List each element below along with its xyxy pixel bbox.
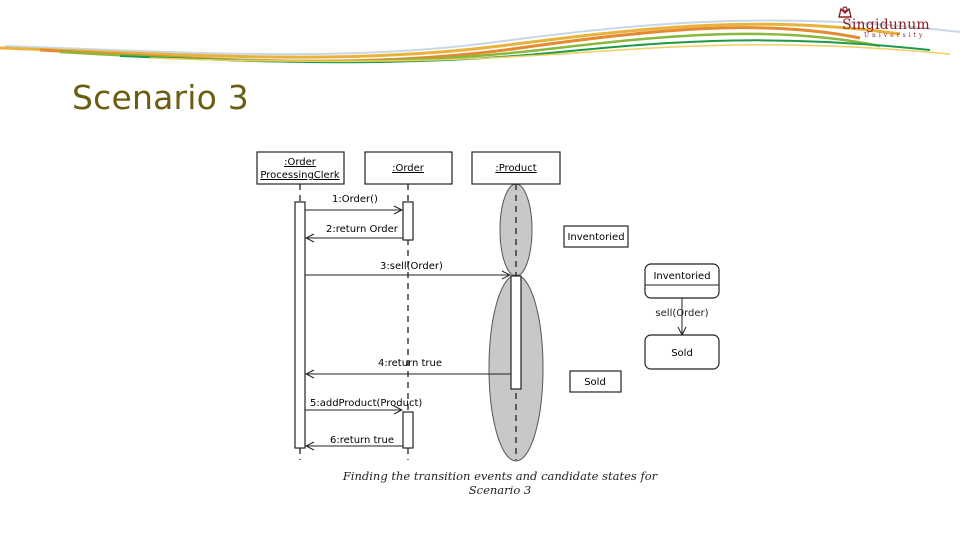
candidate-state-inventoried-label: Inventoried	[567, 232, 624, 243]
activation-clerk	[294, 201, 306, 449]
candidate-state-inventoried: Inventoried	[563, 225, 629, 248]
message-1-label: 1:Order()	[332, 194, 378, 205]
logo-subtitle: University	[864, 32, 926, 39]
candidate-state-sold-label: Sold	[584, 377, 606, 388]
lifeline-clerk-line1: :Order	[284, 157, 317, 168]
header-swoosh	[0, 19, 960, 64]
lifeline-clerk-line2: ProcessingClerk	[260, 170, 339, 181]
state-machine-sold-label: Sold	[671, 348, 693, 359]
message-5-label: 5:addProduct(Product)	[310, 398, 422, 409]
state-machine-inventoried: Inventoried	[644, 263, 720, 299]
state-machine-sold: Sold	[644, 334, 720, 370]
message-2-label: 2:return Order	[326, 224, 399, 235]
lifeline-product-line1: :Product	[495, 163, 536, 174]
message-3-label: 3:sell(Order)	[380, 261, 443, 272]
message-6-label: 6:return true	[330, 435, 394, 446]
university-logo: Singidunum University	[838, 6, 934, 40]
lifeline-head-clerk: :Order ProcessingClerk	[256, 151, 345, 185]
activation-order-1	[402, 201, 414, 241]
crest-icon	[838, 6, 852, 18]
lifeline-order-line1: :Order	[392, 163, 425, 174]
lifeline-head-product: :Product	[471, 151, 561, 185]
lifeline-head-order: :Order	[364, 151, 453, 185]
logo-brand: Singidunum	[842, 17, 930, 33]
activation-product	[510, 275, 522, 390]
state-machine-inventoried-label: Inventoried	[653, 271, 710, 282]
state-transition-label: sell(Order)	[655, 308, 708, 319]
activation-order-2	[402, 411, 414, 449]
message-4-label: 4:return true	[378, 358, 442, 369]
candidate-state-sold: Sold	[569, 370, 622, 393]
figure-caption: Finding the transition events and candid…	[342, 469, 658, 497]
slide-title: Scenario 3	[72, 78, 249, 117]
